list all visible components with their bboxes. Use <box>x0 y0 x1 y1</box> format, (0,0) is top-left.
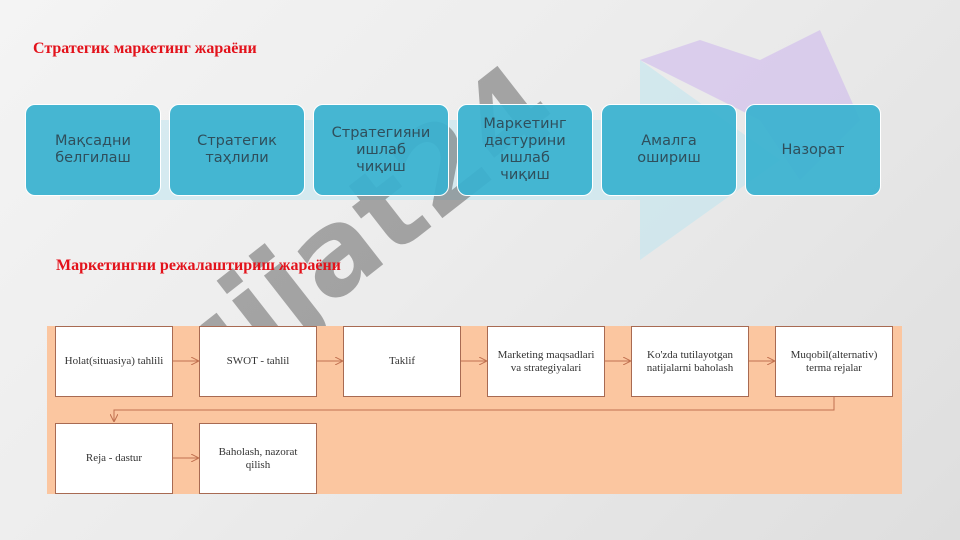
step-swot-analysis: SWOT - tahlil <box>199 326 317 397</box>
step-plan-program: Reja - dastur <box>55 423 173 494</box>
stage-control: Назорат <box>745 104 881 196</box>
stage-goal-setting: Мақсадни белгилаш <box>25 104 161 196</box>
strategic-stage-row: Мақсадни белгилаш Стратегик таҳлили Стра… <box>25 104 881 196</box>
step-evaluation-control: Baholash, nazorat qilish <box>199 423 317 494</box>
step-alternative-plans: Muqobil(alternativ) terma rejalar <box>775 326 893 397</box>
step-marketing-goals: Marketing maqsadlari va strategiyalari <box>487 326 605 397</box>
step-results-evaluation: Ko'zda tutilayotgan natijalarni baholash <box>631 326 749 397</box>
strategic-process-title: Стратегик маркетинг жараёни <box>33 40 257 57</box>
step-situation-analysis: Holat(situasiya) tahlili <box>55 326 173 397</box>
stage-program-development: Маркетинг дастурини ишлаб чиқиш <box>457 104 593 196</box>
stage-strategic-analysis: Стратегик таҳлили <box>169 104 305 196</box>
stage-strategy-development: Стратегияни ишлаб чиқиш <box>313 104 449 196</box>
planning-panel <box>47 326 902 494</box>
planning-process-title: Маркетингни режалаштириш жараёни <box>56 257 341 274</box>
stage-implementation: Амалга ошириш <box>601 104 737 196</box>
step-offer: Taklif <box>343 326 461 397</box>
